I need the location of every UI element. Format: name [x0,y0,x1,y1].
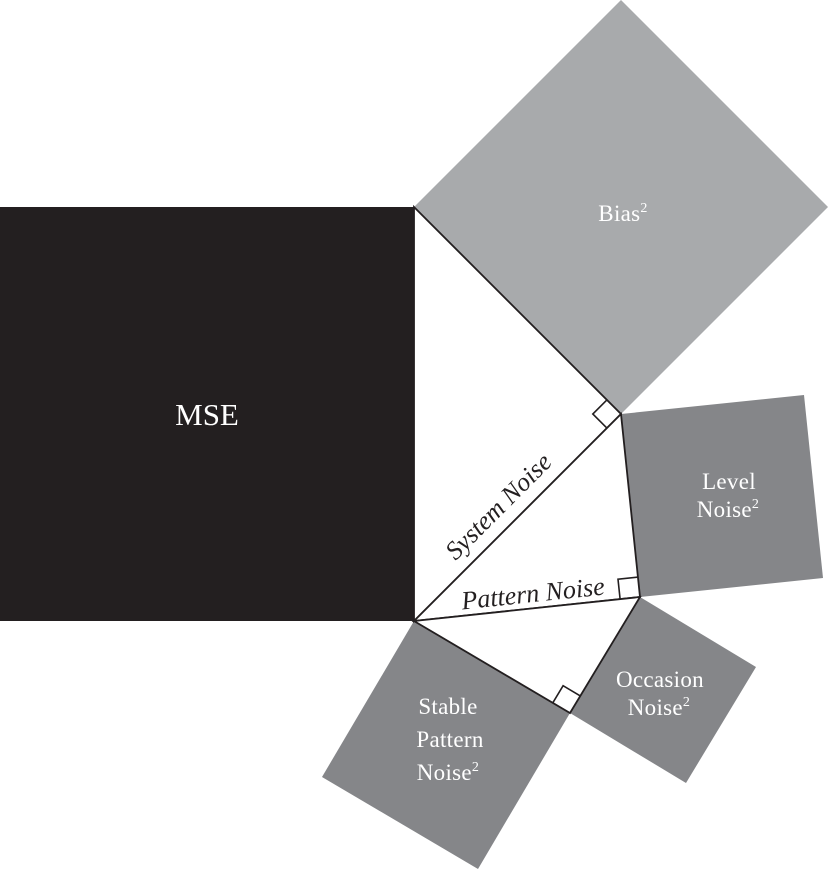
mse-square [0,207,414,621]
level-noise-label-sup: 2 [752,497,759,512]
right-angle-marker-bias-system [591,399,608,429]
occasion-noise-label-line2: Noise [628,695,683,720]
right-angle-marker-occasion-stable [552,684,581,704]
occasion-noise-square [570,597,756,783]
level-noise-label-line2: Noise [697,497,752,522]
stable-pattern-noise-label-line2: Pattern [416,727,483,752]
occasion-noise-label-sup: 2 [683,695,690,710]
stable-pattern-noise-label-sup: 2 [472,760,479,775]
stable-pattern-noise-label-line1: Stable [418,694,477,719]
level-noise-label-line1: Level [702,469,756,494]
bias-label: Bias2 [598,201,647,226]
stable-pattern-noise-label-line3: Noise [417,760,472,785]
level-noise-square [621,395,823,597]
bias-label-text: Bias [598,201,640,226]
stable-pattern-noise-square [322,621,570,869]
mse-label: MSE [175,397,239,432]
right-angle-marker-level-pattern [617,576,638,600]
triangle-occasion-stable [411,595,642,715]
occasion-noise-label-line1: Occasion [616,667,704,692]
bias-label-sup: 2 [640,201,647,216]
